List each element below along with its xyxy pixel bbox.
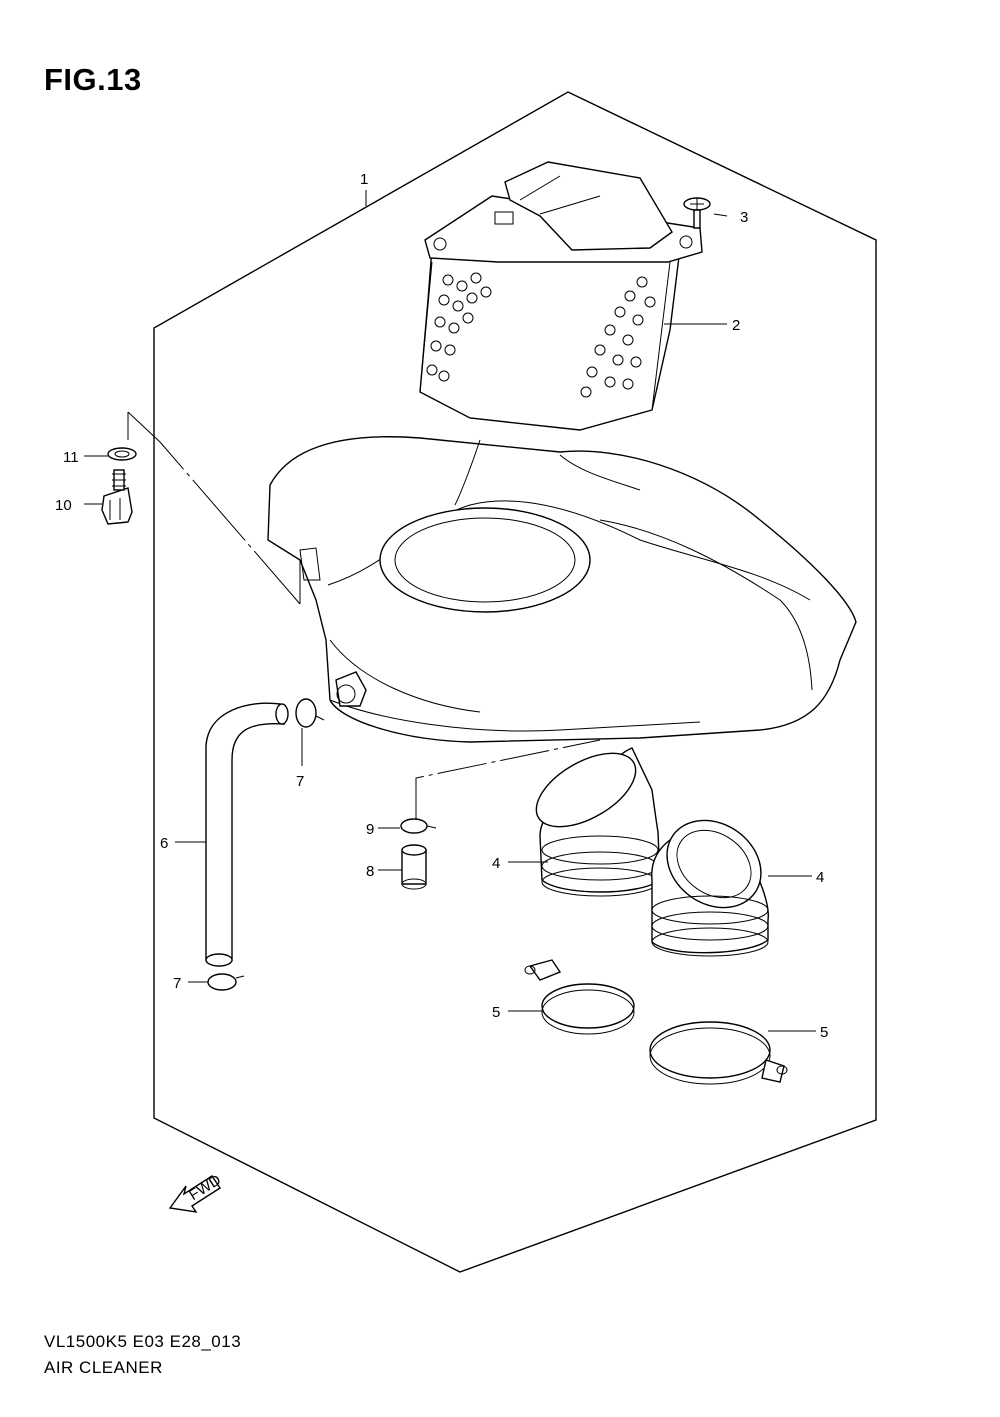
callout-1: 1 — [360, 171, 368, 188]
callout-2: 2 — [732, 317, 740, 334]
model-code: VL1500K5 E03 E28_013 — [44, 1332, 242, 1351]
screw — [683, 197, 711, 229]
callout-7-upper: 7 — [296, 773, 304, 790]
clip-9 — [400, 818, 437, 834]
callout-labels: 1 2 3 4 4 5 5 6 7 7 8 9 10 11 — [55, 171, 828, 1041]
callout-4-left: 4 — [492, 855, 500, 872]
figure-title: FIG.13 — [44, 62, 142, 97]
callout-5-left: 5 — [492, 1004, 500, 1021]
hose-clip-lower — [207, 973, 245, 991]
callout-9: 9 — [366, 821, 374, 838]
callout-4-right: 4 — [816, 869, 824, 886]
outlet-tube-right — [651, 819, 769, 957]
cap-8 — [401, 844, 427, 890]
assembly-boundary — [153, 91, 877, 1273]
fwd-label: FWD — [186, 1171, 224, 1204]
filter-mesh-holes — [426, 272, 656, 398]
callout-8: 8 — [366, 863, 374, 880]
intake-temp-sensor — [101, 469, 133, 525]
air-cleaner-case — [267, 436, 857, 743]
hose-clamp-left — [524, 959, 635, 1035]
hose-clamp-right — [649, 1021, 788, 1085]
o-ring-small — [107, 447, 137, 461]
callout-3: 3 — [740, 209, 748, 226]
leader-lines — [84, 190, 816, 1032]
drain-hose — [205, 702, 289, 967]
callout-7-lower: 7 — [173, 975, 181, 992]
callout-5-right: 5 — [820, 1024, 828, 1041]
outlet-tube-left — [535, 747, 661, 897]
hose-clip-upper — [295, 698, 325, 728]
air-filter-element — [419, 161, 703, 431]
figure-name: AIR CLEANER — [44, 1358, 163, 1377]
forward-direction-indicator: FWD — [168, 1171, 224, 1213]
callout-10: 10 — [55, 497, 72, 514]
callout-6: 6 — [160, 835, 168, 852]
callout-11: 11 — [63, 449, 79, 466]
